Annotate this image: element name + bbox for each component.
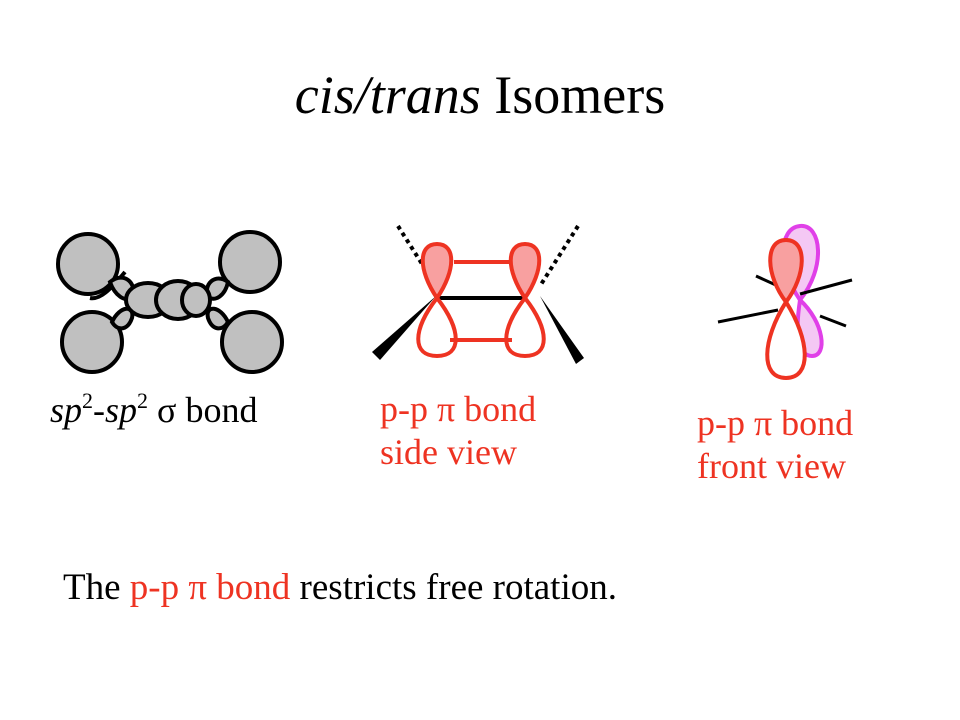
sigma-dash: - [93, 390, 106, 430]
front-front-orbital-top [768, 237, 804, 306]
sigma-bond-label: sp2-sp2 σ bond [50, 388, 257, 432]
footer-after: restricts free rotation. [290, 567, 617, 608]
sigma-sup-a: 2 [82, 388, 94, 413]
pi-side-line2: side view [380, 432, 517, 473]
sigma-rest: σ bond [148, 390, 258, 430]
sigma-bond-right-lobe [180, 282, 212, 318]
pi-side-line1: p-p π bond [380, 389, 537, 429]
side-wedge-left [372, 296, 436, 360]
sigma-lobe-bl [109, 306, 135, 331]
title-plain: Isomers [480, 65, 666, 125]
side-wedge-right [540, 296, 584, 364]
sigma-atom-top-left [56, 232, 120, 296]
page-title: cis/trans Isomers [0, 68, 960, 122]
footer-before: The [63, 567, 130, 608]
sigma-sp-b: sp [105, 390, 138, 430]
pi-front-line2: front view [697, 446, 846, 487]
pi-front-label: p-p π bond front view [697, 402, 853, 488]
sigma-atom-bottom-left [60, 310, 124, 374]
footer-statement: The p-p π bond restricts free rotation. [63, 566, 617, 609]
title-italic: cis/trans [294, 65, 481, 125]
side-p-orbital-right-bottom [504, 294, 546, 359]
front-bond-right [799, 278, 853, 296]
side-p-orbital-left-top [420, 241, 454, 302]
footer-highlight: p-p π bond [129, 567, 291, 608]
side-p-orbital-right-top [508, 241, 542, 302]
sigma-atom-top-right [218, 230, 282, 294]
side-p-orbital-left-bottom [416, 294, 458, 359]
sigma-sup-b: 2 [137, 388, 149, 413]
front-bond-lower-right [819, 314, 847, 328]
pi-front-line1: p-p π bond [697, 403, 854, 443]
sigma-sp-a: sp [50, 390, 83, 430]
side-dashed-bond-right [538, 224, 580, 288]
front-bond-left [717, 308, 779, 324]
pi-bond-front-diagram [717, 224, 853, 381]
sigma-atom-bottom-right [220, 310, 284, 374]
pi-side-label: p-p π bond side view [380, 388, 536, 474]
sigma-bond-diagram [56, 230, 284, 374]
sigma-lobe-br [205, 306, 231, 331]
pi-bond-side-diagram [372, 224, 584, 364]
front-front-orbital-bottom [765, 298, 807, 381]
